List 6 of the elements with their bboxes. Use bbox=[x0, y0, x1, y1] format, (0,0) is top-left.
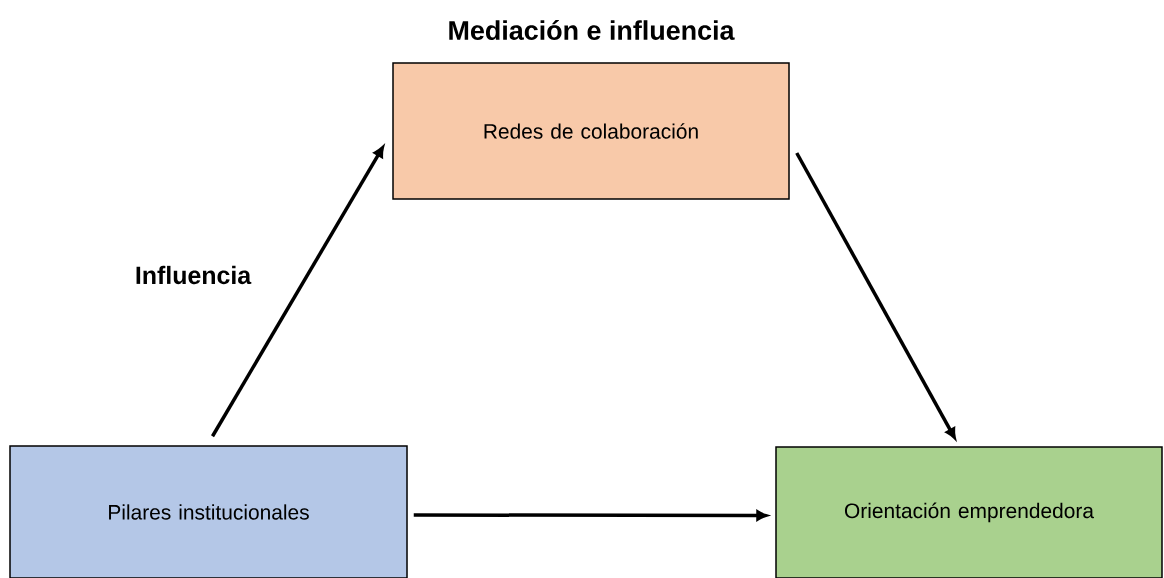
process-box: Pilares institucionales bbox=[9, 445, 408, 578]
arrow bbox=[211, 146, 384, 438]
process-box: Orientación emprendedora bbox=[775, 446, 1163, 578]
process-box: Redes de colaboración bbox=[392, 62, 790, 200]
edge-label: Influencia bbox=[132, 263, 254, 287]
title: Mediación e influencia bbox=[449, 20, 735, 40]
